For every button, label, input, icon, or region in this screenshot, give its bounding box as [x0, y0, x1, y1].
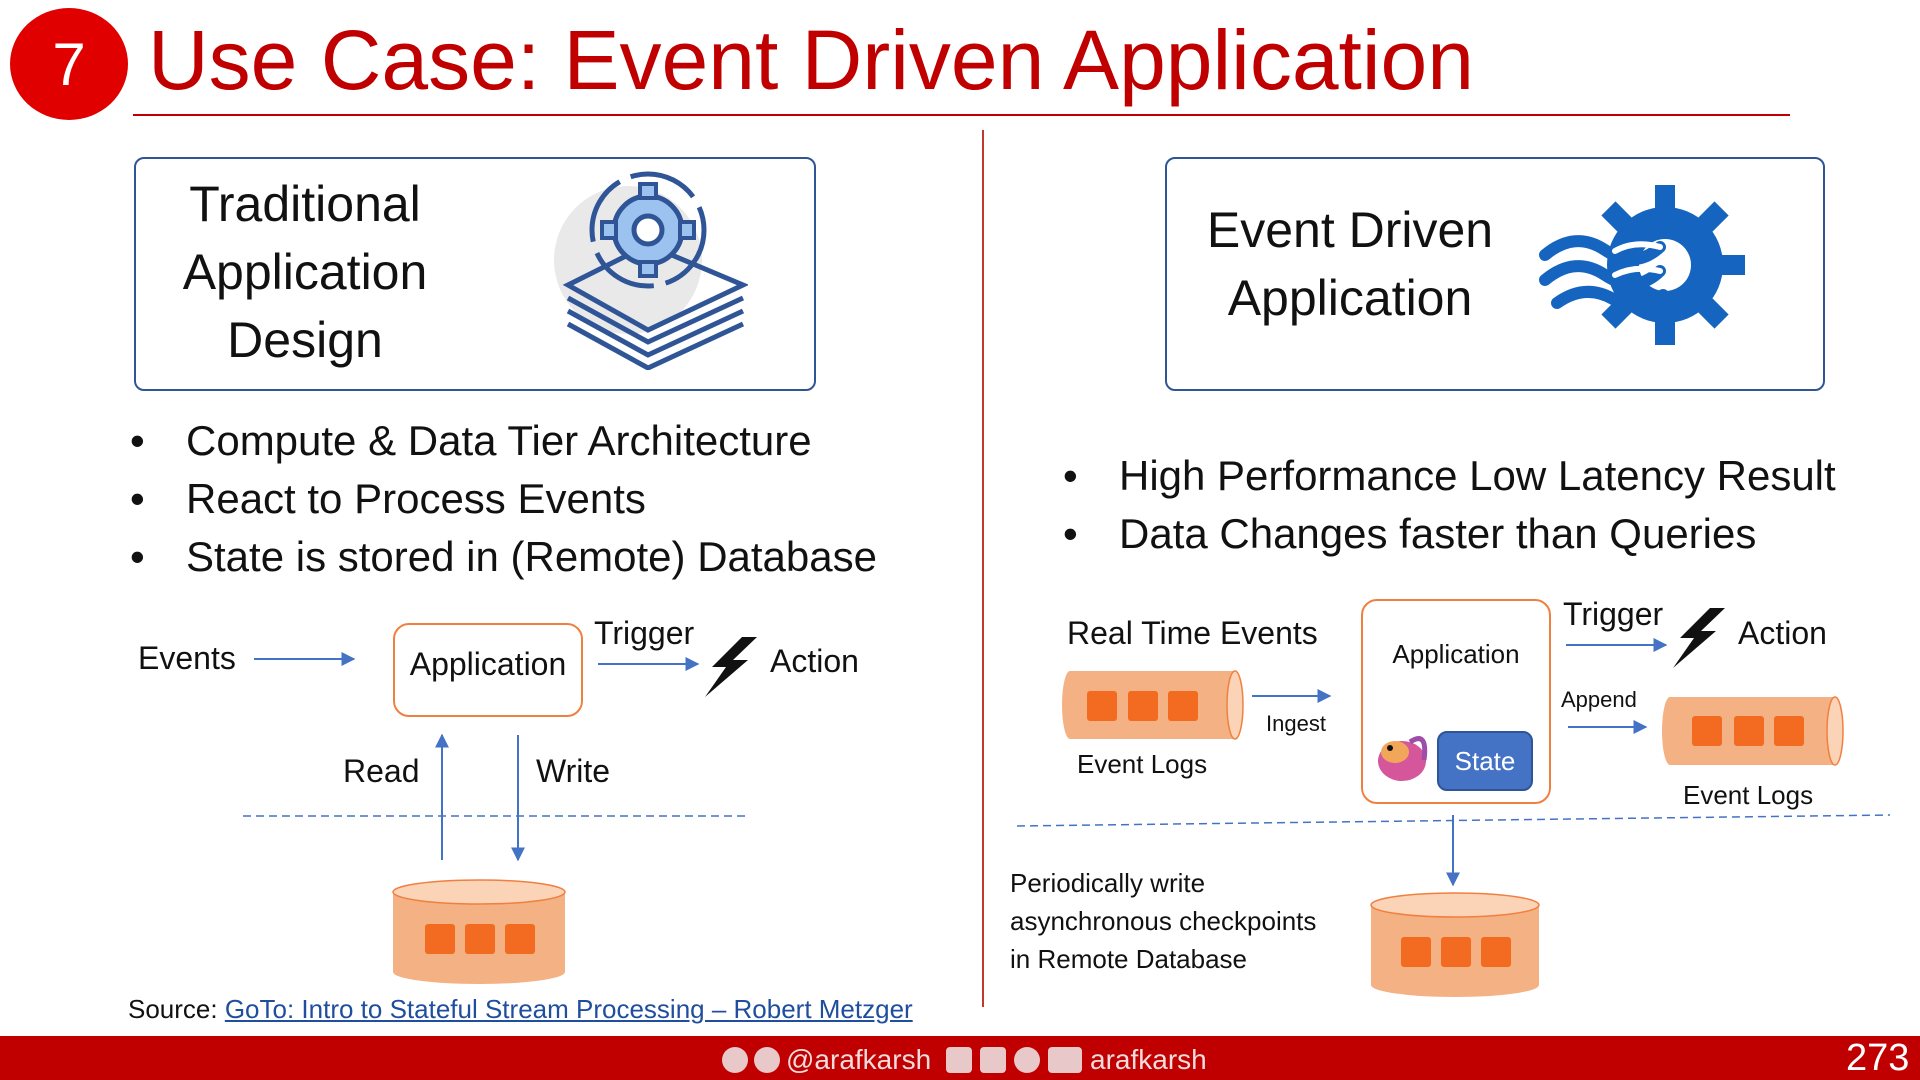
slide-title: Use Case: Event Driven Application — [148, 13, 1474, 107]
traditional-design-box — [134, 157, 816, 391]
streaming-gear-icon — [1539, 185, 1745, 345]
vertical-divider — [982, 130, 984, 1007]
list-item: React to Process Events — [130, 470, 877, 528]
instagram-icon[interactable] — [980, 1047, 1006, 1073]
footer-social-left: @arafkarsh — [722, 1044, 931, 1076]
trigger-label: Trigger — [1563, 596, 1664, 632]
youtube-icon[interactable] — [1048, 1047, 1082, 1073]
x-twitter-icon[interactable] — [754, 1047, 780, 1073]
application-label: Application — [1392, 639, 1520, 669]
action-label: Action — [770, 643, 859, 679]
checkpoint-line: in Remote Database — [1010, 944, 1248, 974]
footer-social-right: arafkarsh — [946, 1044, 1207, 1076]
lightning-icon — [1673, 608, 1725, 668]
slide-number: 7 — [52, 30, 86, 98]
source-prefix: Source: — [128, 994, 225, 1024]
event-log-output-icon — [1662, 696, 1844, 766]
footer-handle-right: arafkarsh — [1090, 1044, 1207, 1075]
event-logs-input-label: Event Logs — [1077, 749, 1208, 779]
event-log-input-icon — [1062, 670, 1244, 740]
remote-database-icon — [1370, 892, 1540, 997]
flink-squirrel-icon — [1378, 736, 1428, 781]
checkpoint-line: Periodically write — [1010, 868, 1206, 898]
left-bullet-list: Compute & Data Tier Architecture React t… — [130, 412, 877, 586]
list-item: State is stored in (Remote) Database — [130, 528, 877, 586]
checkpoint-description: Periodically write asynchronous checkpoi… — [1010, 864, 1316, 978]
gear-stack-icon — [554, 171, 748, 370]
footer-handle-left: @arafkarsh — [786, 1044, 932, 1075]
event-driven-label: Event Driven Application — [1190, 196, 1510, 332]
traditional-design-label: Traditional Application Design — [150, 170, 460, 374]
events-label: Events — [138, 640, 236, 676]
state-label: State — [1454, 745, 1516, 776]
action-label: Action — [1738, 615, 1827, 651]
box-line: Traditional — [189, 176, 421, 232]
list-item: High Performance Low Latency Result — [1063, 447, 1836, 505]
box-line: Event Driven — [1206, 202, 1494, 258]
lightning-icon — [705, 637, 757, 697]
github-icon[interactable] — [1014, 1047, 1040, 1073]
right-diagram-graphics — [1016, 608, 1891, 997]
trigger-label: Trigger — [594, 615, 695, 651]
append-label: Append — [1561, 687, 1637, 712]
remote-database-icon — [392, 879, 566, 984]
application-label: Application — [409, 646, 567, 682]
box-line: Application — [182, 244, 428, 300]
right-bullet-list: High Performance Low Latency Result Data… — [1063, 447, 1836, 563]
checkpoint-line: asynchronous checkpoints — [1010, 906, 1317, 936]
box-line: Design — [227, 312, 383, 368]
read-label: Read — [343, 753, 420, 789]
event-logs-output-label: Event Logs — [1683, 780, 1814, 810]
state-box: State — [1437, 731, 1533, 791]
write-label: Write — [536, 753, 611, 789]
source-link[interactable]: GoTo: Intro to Stateful Stream Processin… — [224, 994, 913, 1024]
real-time-events-label: Real Time Events — [1067, 615, 1318, 651]
linkedin-icon[interactable] — [946, 1047, 972, 1073]
slide-number-badge: 7 — [10, 8, 128, 120]
box-line: Application — [1227, 270, 1473, 326]
list-item: Data Changes faster than Queries — [1063, 505, 1836, 563]
list-item: Compute & Data Tier Architecture — [130, 412, 877, 470]
ingest-label: Ingest — [1266, 711, 1326, 736]
title-underline — [133, 114, 1790, 116]
page-number: 273 — [1846, 1037, 1910, 1079]
medium-icon[interactable] — [722, 1047, 748, 1073]
left-diagram-graphics — [243, 637, 757, 984]
source-citation: Source: GoTo: Intro to Stateful Stream P… — [128, 994, 913, 1025]
application-box — [393, 623, 583, 717]
